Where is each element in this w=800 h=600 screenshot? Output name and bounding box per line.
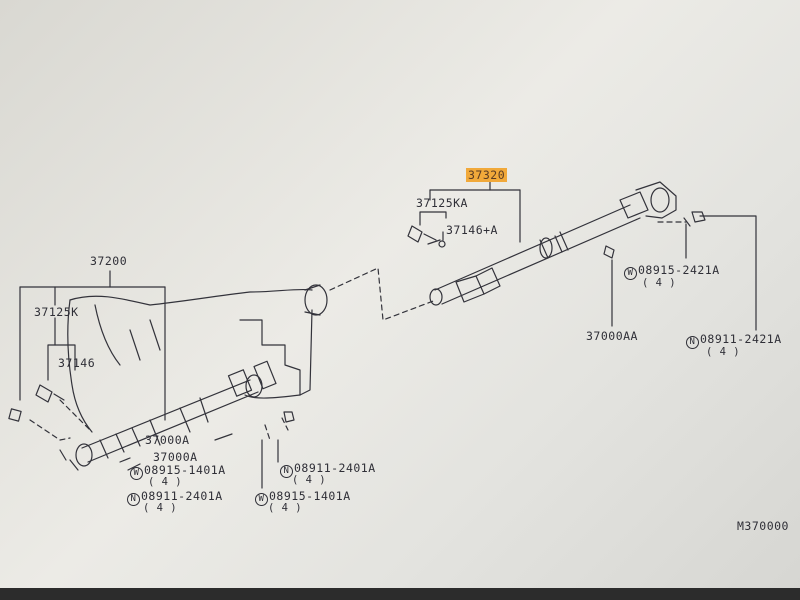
- label-spider-front: 37146: [58, 356, 96, 370]
- leader-lines: [19, 179, 757, 489]
- label-assembly-main: 37200: [90, 254, 128, 268]
- label-joint-rear: 37125KA: [416, 196, 468, 210]
- qty-08915-1401a-top: ( 4 ): [148, 476, 183, 488]
- front-propeller-shaft: [59, 360, 277, 471]
- universal-joint-parts: [8, 211, 706, 471]
- dashed-guides: [29, 221, 687, 441]
- transmission-housing: [67, 284, 328, 433]
- qty-08911-2421a: ( 4 ): [706, 346, 741, 358]
- taskbar-strip: [0, 588, 800, 600]
- qty-08911-2401a-left: ( 4 ): [143, 502, 178, 514]
- qty-08915-2421a: ( 4 ): [642, 277, 677, 289]
- label-bolt-a2: 37000A: [153, 450, 198, 464]
- label-bolt-a: 37000A: [145, 433, 190, 447]
- label-bolt-aa: 37000AA: [586, 329, 638, 343]
- label-assembly-rear: 37320: [466, 168, 508, 182]
- qty-08915-1401a-bottom: ( 4 ): [268, 502, 303, 514]
- label-spider-rear: 37146+A: [446, 223, 498, 237]
- figure-code: M370000: [737, 519, 789, 533]
- rear-propeller-shaft: [429, 181, 677, 306]
- qty-08911-2401a-right: ( 4 ): [292, 474, 327, 486]
- label-joint-front: 37125K: [34, 305, 79, 319]
